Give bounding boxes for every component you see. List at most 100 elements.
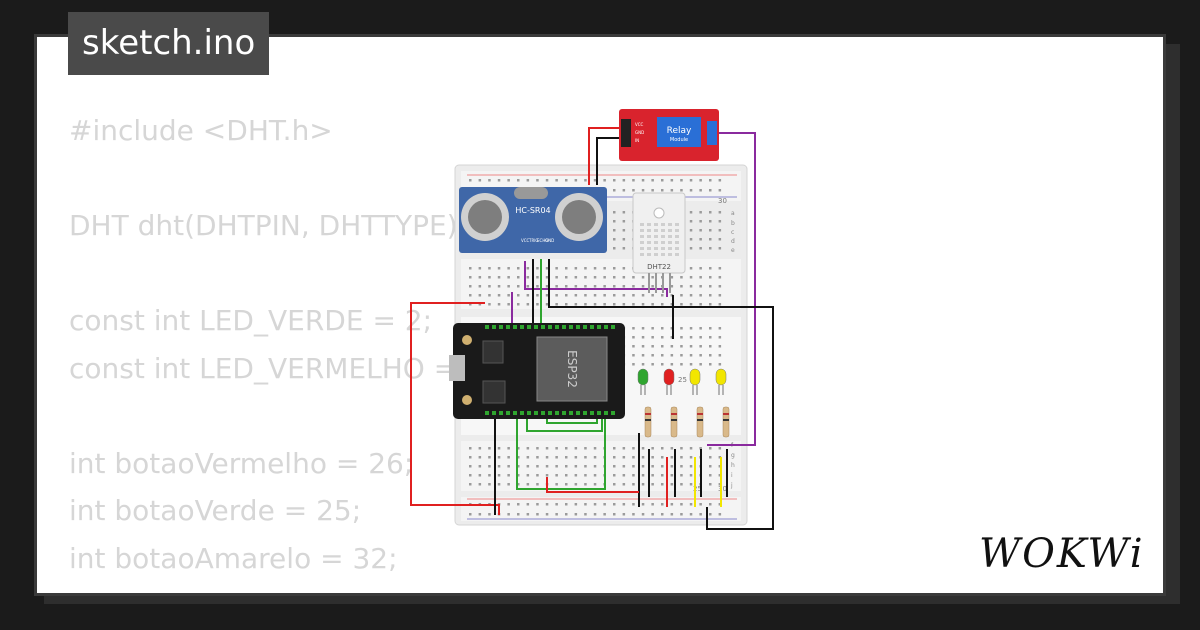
esp32-pin (492, 325, 496, 329)
breadboard-hole (488, 483, 491, 486)
breadboard-hole (670, 503, 674, 506)
esp32-pin (506, 411, 510, 415)
dht22-vent (675, 241, 679, 244)
breadboard-hole (670, 465, 674, 468)
breadboard-hole (632, 483, 635, 486)
breadboard-hole (699, 336, 702, 339)
breadboard-hole (718, 363, 722, 366)
breadboard-hole (545, 303, 549, 306)
breadboard-hole (545, 267, 549, 270)
file-tab-title[interactable]: sketch.ino (68, 12, 270, 75)
breadboard-hole (565, 474, 568, 477)
breadboard-hole (689, 303, 693, 306)
dht22-vent (647, 247, 651, 250)
breadboard-hole (632, 294, 635, 297)
breadboard-hole (517, 503, 520, 506)
breadboard-hole (584, 513, 587, 516)
breadboard-hole (555, 465, 558, 468)
breadboard-row-label: e (731, 247, 735, 254)
led[interactable] (663, 368, 675, 386)
resistor (670, 406, 678, 438)
breadboard-hole (632, 513, 635, 516)
breadboard-hole (526, 285, 530, 288)
breadboard-hole (593, 474, 597, 477)
breadboard-row-label: d (731, 238, 735, 245)
esp32-pin (604, 325, 608, 329)
breadboard-hole (661, 465, 664, 468)
esp32-pin (597, 411, 601, 415)
breadboard-hole (699, 354, 702, 357)
breadboard-hole (689, 474, 693, 477)
breadboard-hole (670, 447, 674, 450)
breadboard-hole (689, 229, 693, 232)
breadboard-hole (680, 503, 683, 506)
breadboard-hole (632, 363, 635, 366)
breadboard-hole (565, 465, 568, 468)
ultrasonic-pin-label: ECHO (537, 238, 548, 243)
breadboard-hole (545, 456, 549, 459)
breadboard-hole (488, 294, 491, 297)
breadboard-hole (709, 285, 712, 288)
breadboard-hole (613, 276, 616, 279)
breadboard-hole (670, 345, 674, 348)
breadboard-hole (622, 447, 626, 450)
breadboard-hole (622, 513, 626, 516)
breadboard-hole (622, 276, 626, 279)
breadboard-hole (680, 483, 683, 486)
dht22-vent (647, 229, 651, 232)
dht22-vent (654, 235, 658, 238)
breadboard-hole (632, 276, 635, 279)
breadboard-hole (469, 294, 472, 297)
breadboard-hole (632, 456, 635, 459)
breadboard-hole (488, 465, 491, 468)
dht22-vent (640, 223, 644, 226)
breadboard-hole (555, 294, 558, 297)
dht22-vent (654, 241, 658, 244)
breadboard-hole (497, 465, 501, 468)
breadboard-hole (517, 285, 520, 288)
esp32-board: ESP32 (449, 323, 625, 419)
breadboard-hole (718, 189, 722, 192)
breadboard-hole (622, 285, 626, 288)
breadboard-hole (488, 447, 491, 450)
breadboard-hole (641, 483, 645, 486)
dht22-vent (640, 235, 644, 238)
led-group (637, 368, 730, 438)
led[interactable] (689, 368, 701, 386)
breadboard-hole (622, 211, 626, 214)
breadboard-hole (507, 285, 510, 288)
esp32-pin (513, 325, 517, 329)
breadboard-col-label: 30 (718, 197, 727, 205)
breadboard-hole (622, 503, 626, 506)
breadboard-hole (469, 285, 472, 288)
resistor-band (645, 419, 651, 421)
breadboard-hole (680, 179, 683, 182)
breadboard-hole (488, 513, 491, 516)
breadboard-hole (613, 220, 616, 223)
breadboard-hole (545, 503, 549, 506)
breadboard-hole (603, 503, 606, 506)
breadboard-hole (613, 211, 616, 214)
breadboard-hole (603, 179, 606, 182)
led[interactable] (715, 368, 727, 386)
breadboard-hole (670, 285, 674, 288)
breadboard-hole (593, 276, 597, 279)
breadboard-hole (507, 303, 510, 306)
resistor (644, 406, 652, 438)
breadboard-hole (699, 503, 702, 506)
code-line: const int LED_VERDE = 2; (69, 304, 433, 337)
breadboard-hole (565, 456, 568, 459)
code-line: #include <DHT.h> (69, 114, 333, 147)
breadboard-hole (507, 294, 510, 297)
breadboard-hole (718, 503, 722, 506)
led[interactable] (637, 368, 649, 386)
breadboard-hole (680, 303, 683, 306)
breadboard-hole (641, 447, 645, 450)
breadboard-hole (699, 327, 702, 330)
breadboard-hole (536, 513, 539, 516)
breadboard-hole (574, 276, 578, 279)
breadboard-hole (517, 267, 520, 270)
breadboard-hole (651, 345, 654, 348)
esp32-pin (576, 325, 580, 329)
breadboard-hole (709, 465, 712, 468)
